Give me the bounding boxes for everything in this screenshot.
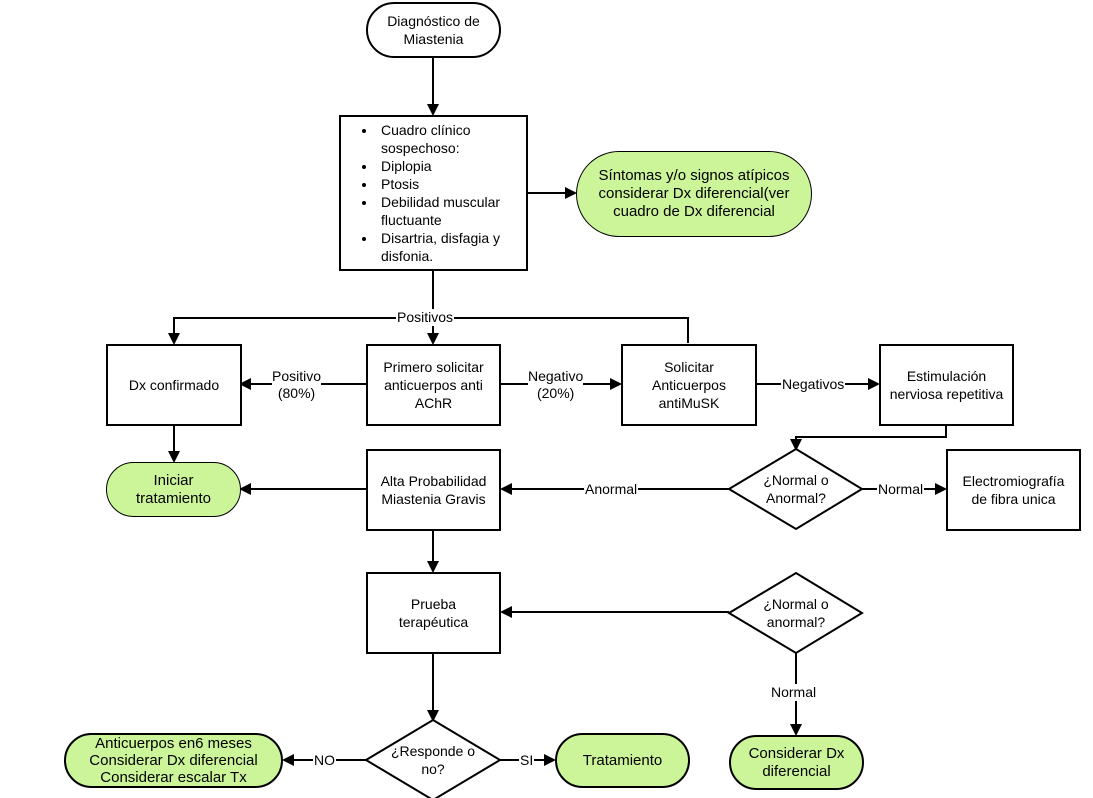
edge-label-negativo: Negativo (20%) (528, 368, 584, 402)
edge-label-no: NO (313, 752, 336, 769)
start-label: Diagnóstico de Miastenia (387, 13, 480, 47)
estimulacion-node: Estimulación nerviosa repetitiva (879, 344, 1014, 426)
considerar-dx-label: Considerar Dx diferencial (748, 744, 845, 780)
symptom-item: Cuadro clínico sospechoso: (377, 121, 520, 157)
primero-solicitar-label: Primero solicitar anticuerpos anti AChR (383, 359, 484, 411)
iniciar-tratamiento-label: Iniciar tratamiento (135, 471, 212, 507)
symptoms-box: Cuadro clínico sospechoso: Diplopia Ptos… (339, 115, 528, 271)
anticuerpos-6-meses-label: Anticuerpos en6 meses Considerar Dx dife… (89, 735, 258, 786)
edge-label-positivos: Positivos (396, 309, 455, 326)
edge-label-negativos: Negativos (781, 376, 846, 393)
symptom-item: Disartria, disfagia y disfonia. (377, 229, 520, 265)
considerar-dx-node: Considerar Dx diferencial (729, 735, 864, 790)
alta-probabilidad-label: Alta Probabilidad Miastenia Gravis (380, 473, 487, 507)
alta-probabilidad-node: Alta Probabilidad Miastenia Gravis (366, 449, 501, 531)
symptom-item: Debilidad muscular fluctuante (377, 193, 520, 229)
edge-label-normal-1: Normal (877, 481, 925, 498)
decision-normal-anormal-2-shape (727, 571, 864, 655)
primero-solicitar-node: Primero solicitar anticuerpos anti AChR (366, 344, 501, 426)
decision-responde: ¿Responde o no? (390, 743, 476, 777)
solicitar-musk-node: Solicitar Anticuerpos antiMuSK (621, 344, 757, 426)
decision-normal-anormal-2: ¿Normal o anormal? (763, 596, 829, 630)
edge-label-normal-2: Normal (770, 684, 818, 701)
solicitar-musk-label: Solicitar Anticuerpos antiMuSK (652, 359, 726, 411)
electromiografia-label: Electromiografía de fibra unica (962, 473, 1065, 507)
prueba-terapeutica-label: Prueba terapéutica (398, 596, 469, 630)
anticuerpos-6-meses-node: Anticuerpos en6 meses Considerar Dx dife… (64, 733, 283, 788)
decision-responde-shape (364, 718, 502, 798)
edge-label-positivo: Positivo (80%) (272, 368, 322, 402)
tratamiento-node: Tratamiento (555, 733, 690, 788)
start-node: Diagnóstico de Miastenia (366, 2, 501, 58)
tratamiento-label: Tratamiento (582, 751, 663, 769)
decision-normal-anormal-1: ¿Normal o Anormal? (763, 472, 829, 506)
prueba-terapeutica-node: Prueba terapéutica (366, 572, 501, 654)
iniciar-tratamiento-node: Iniciar tratamiento (106, 462, 241, 517)
decision-normal-anormal-1-shape (727, 447, 864, 531)
symptoms-list: Cuadro clínico sospechoso: Diplopia Ptos… (347, 121, 520, 265)
symptom-item: Diplopia (377, 157, 520, 175)
symptom-item: Ptosis (377, 175, 520, 193)
edge-estimulacion-decision (790, 425, 947, 451)
edge-label-anormal: Anormal (584, 481, 639, 498)
dx-confirmado-label: Dx confirmado (128, 377, 220, 393)
estimulacion-label: Estimulación nerviosa repetitiva (889, 368, 1004, 402)
dx-confirmado-node: Dx confirmado (106, 344, 242, 426)
atypical-node: Síntomas y/o signos atípicos considerar … (576, 151, 812, 237)
atypical-label: Síntomas y/o signos atípicos considerar … (598, 167, 790, 220)
electromiografia-node: Electromiografía de fibra unica (946, 449, 1081, 531)
edge-label-si: SI (519, 752, 535, 769)
